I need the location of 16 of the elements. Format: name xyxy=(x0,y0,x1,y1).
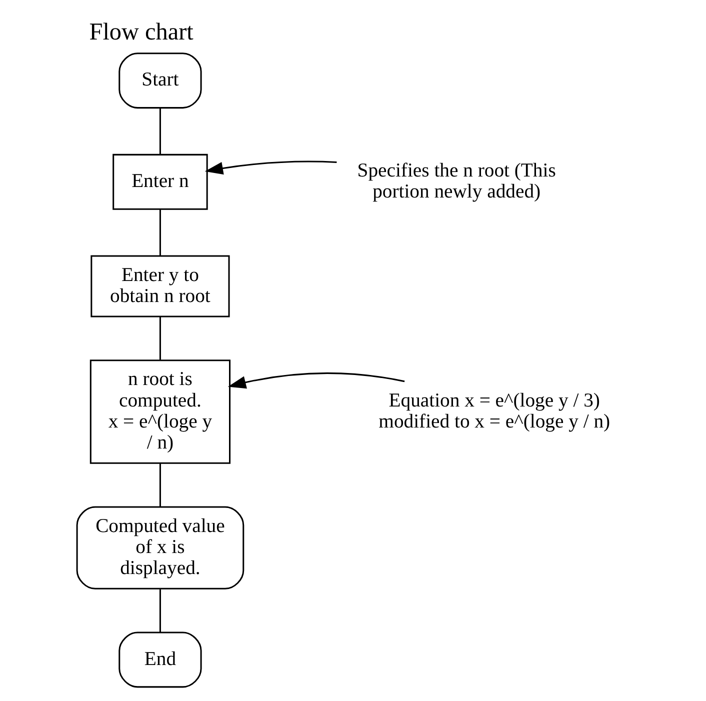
node-box: Start xyxy=(118,52,202,109)
connector xyxy=(159,316,161,360)
connector xyxy=(159,210,161,256)
node-box: n root is computed. x = e^(loge y / n) xyxy=(90,360,231,464)
arrow xyxy=(204,160,337,175)
connector xyxy=(159,589,161,632)
connector xyxy=(159,463,161,507)
node-box: End xyxy=(118,632,202,688)
node-box: Enter n xyxy=(112,154,208,210)
node-box: Computed value of x is displayed. xyxy=(76,506,244,590)
diagram-title: Flow chart xyxy=(89,18,194,46)
arrow xyxy=(228,372,405,389)
node-box: Enter y to obtain n root xyxy=(90,255,230,318)
connector xyxy=(159,108,161,154)
node-text: Equation x = e^(loge y / 3) modified to x = e^(loge y / n) xyxy=(378,389,610,432)
node-text: Specifies the n root (This portion newly added) xyxy=(357,159,556,203)
